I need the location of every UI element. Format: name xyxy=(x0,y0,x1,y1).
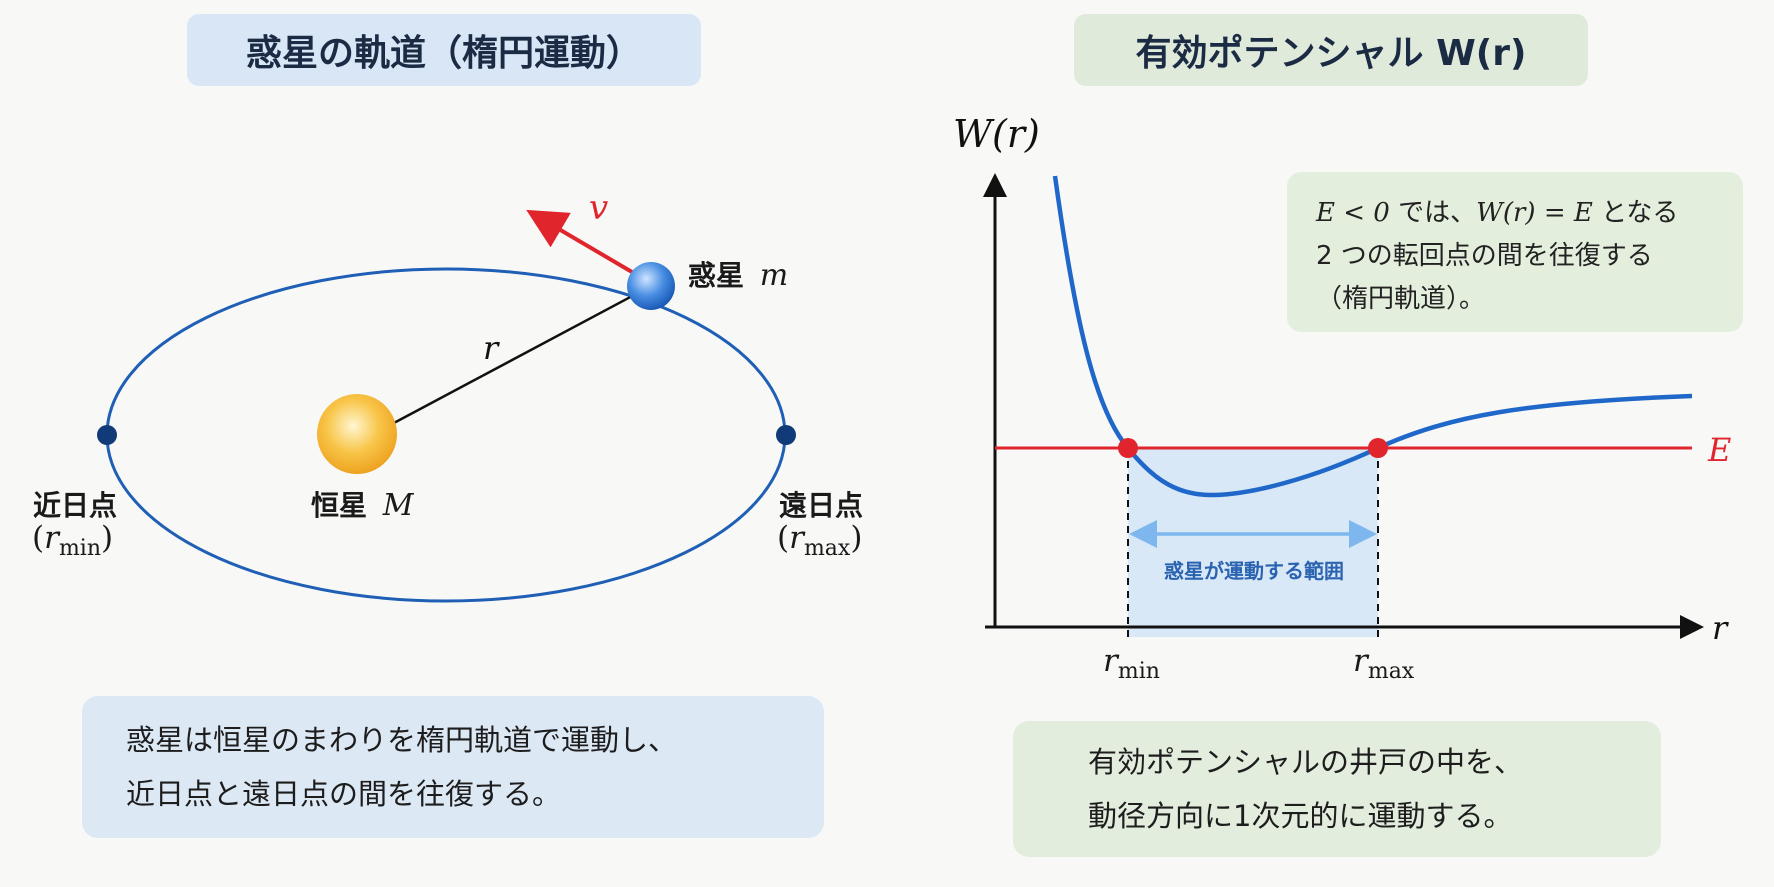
planet-name: 惑星 xyxy=(688,259,745,292)
potential-note-line-2: 動径方向に1次元的に運動する。 xyxy=(1088,799,1513,833)
orbit-diagram: r v xyxy=(97,188,796,603)
turning-point-callout: E < 0 では、W(r) = E となる 2 つの転回点の間を往復する （楕円… xyxy=(1287,172,1743,332)
rmax-turning-point xyxy=(1368,438,1388,458)
y-axis-label: W(r) xyxy=(953,112,1040,156)
radius-line xyxy=(391,284,652,426)
velocity-arrow xyxy=(526,209,634,274)
elliptical-orbit xyxy=(105,267,787,603)
callout-line-2: 2 つの転回点の間を往復する xyxy=(1316,241,1653,271)
callout-line-3: （楕円軌道）。 xyxy=(1316,284,1486,314)
potential-curve xyxy=(1052,175,1693,498)
planet-mass-var: m xyxy=(759,258,789,293)
rmax-axis-label: rmax xyxy=(1353,643,1415,685)
orbit-explanation-box: 惑星は恒星のまわりを楕円軌道で運動し、 近日点と遠日点の間を往復する。 xyxy=(82,696,824,838)
aphelion-label: 遠日点 xyxy=(779,489,864,522)
potential-note-line-1: 有効ポテンシャルの井戸の中を、 xyxy=(1088,745,1524,779)
aphelion-dot xyxy=(776,425,796,445)
aphelion-radius: (rmax) xyxy=(777,520,863,562)
planet xyxy=(627,262,675,310)
orbit-note-line-2: 近日点と遠日点の間を往復する。 xyxy=(126,777,562,811)
perihelion-dot xyxy=(97,425,117,445)
energy-label: E xyxy=(1707,431,1731,469)
x-axis-label: r xyxy=(1712,609,1729,647)
star-mass-var: M xyxy=(382,488,414,523)
orbit-note-line-1: 惑星は恒星のまわりを楕円軌道で運動し、 xyxy=(126,723,678,757)
motion-range-fill xyxy=(1128,447,1378,637)
radius-label: r xyxy=(483,329,500,367)
potential-explanation-box: 有効ポテンシャルの井戸の中を、 動径方向に1次元的に運動する。 xyxy=(1013,721,1661,857)
star-label: 恒星 M xyxy=(311,484,413,524)
perihelion-label: 近日点 xyxy=(33,489,118,522)
star xyxy=(317,394,397,474)
rmin-axis-label: rmin xyxy=(1103,643,1160,685)
callout-line-1: E < 0 では、W(r) = E となる xyxy=(1316,198,1679,228)
left-panel-title: 惑星の軌道（楕円運動） xyxy=(187,14,701,86)
velocity-label: v xyxy=(589,188,608,228)
perihelion-radius: (rmin) xyxy=(32,520,114,562)
planet-label: 惑星 m xyxy=(688,254,788,294)
star-name: 恒星 xyxy=(311,489,368,522)
range-label: 惑星が運動する範囲 xyxy=(1164,559,1344,583)
effective-potential-graph: r E 惑星が運動する範囲 xyxy=(983,173,1731,647)
right-panel-title: 有効ポテンシャル W(r) xyxy=(1074,14,1588,86)
rmin-turning-point xyxy=(1118,438,1138,458)
